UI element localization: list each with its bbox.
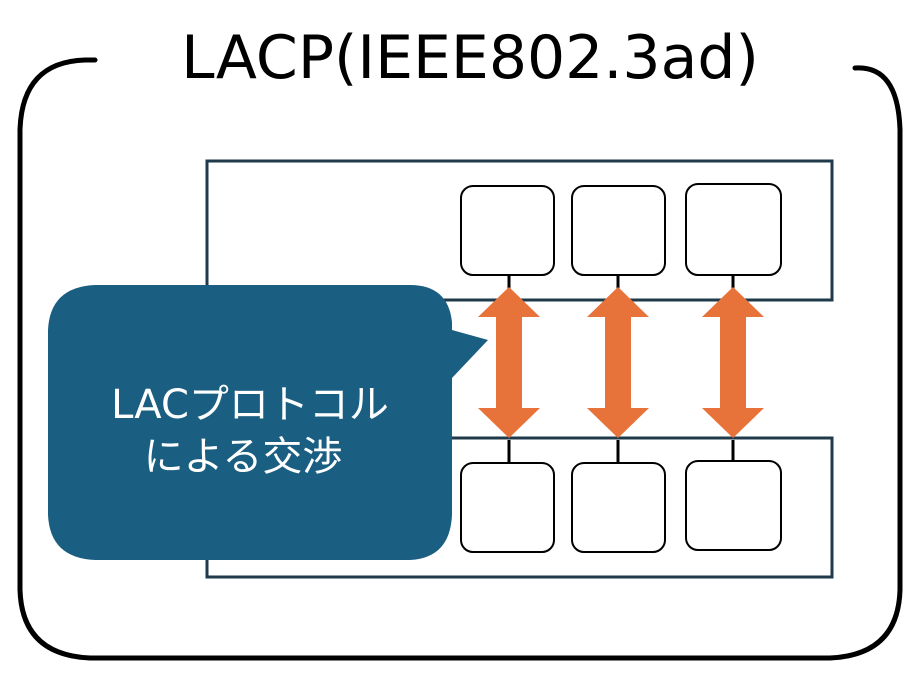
upper-port-1: [460, 185, 555, 276]
callout-line-1: LACプロトコル: [111, 382, 389, 428]
callout-bubble: [48, 285, 488, 560]
lower-port-2: [571, 462, 666, 553]
lacp-link-arrow-2: [587, 287, 649, 438]
outer-frame: [17, 57, 903, 661]
upper-port-3: [685, 183, 782, 276]
lower-port-3: [685, 460, 782, 551]
callout-line-2: による交渉: [144, 434, 343, 480]
lacp-link-arrow-1: [478, 287, 540, 438]
lower-port-1: [460, 462, 555, 553]
lacp-link-arrow-3: [702, 287, 764, 438]
upper-port-2: [571, 185, 666, 276]
diagram-title: LACP(IEEE802.3ad): [181, 23, 759, 93]
